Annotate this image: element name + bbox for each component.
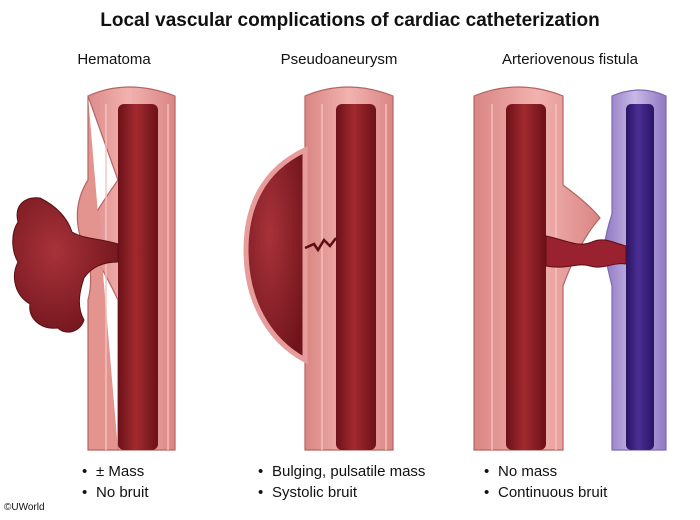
- hematoma-finding-bruit: No bruit: [82, 482, 149, 503]
- av-fistula-artery: [473, 86, 601, 451]
- panel-label-hematoma: Hematoma: [77, 51, 151, 68]
- hematoma-finding-mass: ± Mass: [82, 461, 149, 482]
- pseudoaneurysm-findings: Bulging, pulsatile mass Systolic bruit: [258, 461, 425, 503]
- pseudoaneurysm-tear: [304, 237, 337, 253]
- av-fistula-connection: [545, 235, 627, 268]
- av-fistula-finding-mass: No mass: [484, 461, 607, 482]
- hematoma-findings: ± Mass No bruit: [82, 461, 149, 503]
- copyright-text: ©UWorld: [4, 502, 45, 513]
- av-fistula-findings: No mass Continuous bruit: [484, 461, 607, 503]
- pseudoaneurysm-vessel: [304, 86, 394, 451]
- pseudoaneurysm-sac: [243, 146, 308, 365]
- av-fistula-finding-bruit: Continuous bruit: [484, 482, 607, 503]
- pseudoaneurysm-finding-bruit: Systolic bruit: [258, 482, 425, 503]
- panel-label-av-fistula: Arteriovenous fistula: [502, 51, 638, 68]
- panel-label-pseudoaneurysm: Pseudoaneurysm: [280, 51, 398, 68]
- av-fistula-vein: [603, 89, 667, 451]
- hematoma-mass: [12, 197, 119, 333]
- hematoma-vessel: [76, 86, 176, 451]
- pseudoaneurysm-finding-mass: Bulging, pulsatile mass: [258, 461, 425, 482]
- diagram-title: Local vascular complications of cardiac …: [100, 10, 600, 31]
